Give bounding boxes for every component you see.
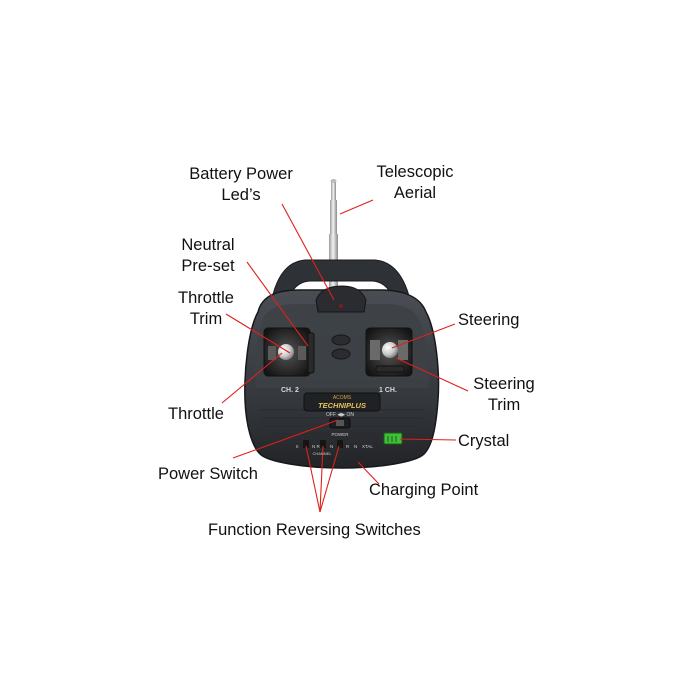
leader-throttle-trim — [225, 313, 291, 354]
leader-battery-leds — [281, 203, 335, 301]
label-neutral-preset-line2: Pre-set — [181, 257, 235, 275]
label-crystal: Crystal — [458, 432, 510, 450]
power-mark: POWER — [331, 432, 349, 437]
off-on-mark: OFF ◀▶ ON — [326, 412, 354, 418]
leader-steering-trim — [395, 357, 469, 392]
steering-trim-slider — [375, 365, 405, 373]
leader-charging-point — [357, 461, 380, 485]
ch1-mark: 1 CH. — [379, 387, 397, 394]
right-stick-gimbal — [365, 327, 413, 377]
label-steering-trim-line1: Steering — [473, 375, 535, 393]
channel-mark-6: XTAL — [362, 444, 373, 449]
leader-aerial — [339, 199, 374, 215]
label-throttle: Throttle — [168, 405, 224, 423]
channel-mark-4: R — [346, 444, 350, 449]
label-steering-trim-line2: Trim — [487, 396, 521, 414]
brand-top: ACOMS — [333, 395, 352, 401]
brand-plate — [303, 392, 381, 412]
label-steering: Steering — [458, 311, 520, 329]
leader-power-switch — [232, 419, 339, 459]
label-battery-power-leds-line2: Led’s — [221, 186, 261, 204]
label-battery-power-leds: Battery Power Led’s — [176, 164, 306, 206]
reversing-switch-3[interactable] — [337, 440, 343, 448]
label-throttle-trim: Throttle Trim — [164, 288, 248, 330]
channel-mark-5: N — [354, 444, 357, 449]
label-steering-trim: Steering Trim — [462, 374, 546, 416]
leader-switch-2 — [319, 445, 324, 513]
brand-name: TECHNIPLUS — [318, 401, 366, 410]
leader-switch-1 — [305, 445, 321, 513]
label-charging-point: Charging Point — [369, 481, 479, 499]
battery-led — [339, 304, 343, 308]
reversing-switch-2[interactable] — [320, 440, 326, 448]
leader-steering — [391, 323, 456, 349]
leader-switch-3 — [319, 445, 340, 513]
throttle-stick-knob — [278, 344, 294, 360]
label-telescopic-aerial-line1: Telescopic — [376, 163, 454, 181]
label-power-switch: Power Switch — [158, 465, 258, 483]
crystal-led — [383, 432, 403, 445]
label-function-reversing-switches: Function Reversing Switches — [208, 521, 421, 539]
label-neutral-preset: Neutral Pre-set — [168, 235, 248, 277]
channel-mark-1: II — [296, 444, 299, 449]
leader-throttle — [221, 352, 283, 404]
ch2-mark: CH. 2 — [281, 387, 299, 394]
left-stick-gimbal — [263, 327, 315, 377]
leader-lines — [221, 199, 469, 513]
label-throttle-trim-line2: Trim — [189, 310, 223, 328]
channel-mark-2: N R — [312, 444, 321, 449]
reversing-switch-1[interactable] — [303, 440, 309, 448]
leader-neutral-preset — [246, 261, 309, 347]
channel-mark: CHANNEL — [312, 451, 332, 456]
label-telescopic-aerial: Telescopic Aerial — [360, 162, 470, 204]
label-throttle-trim-line1: Throttle — [178, 289, 234, 307]
channel-mark-3: N — [330, 444, 333, 449]
label-telescopic-aerial-line2: Aerial — [393, 184, 437, 202]
label-battery-power-leds-line1: Battery Power — [189, 165, 293, 183]
reversing-switches — [303, 440, 343, 448]
label-neutral-preset-line1: Neutral — [181, 236, 235, 254]
throttle-trim-slider — [307, 332, 315, 374]
steering-stick-knob — [382, 342, 398, 358]
leader-crystal — [399, 438, 457, 441]
